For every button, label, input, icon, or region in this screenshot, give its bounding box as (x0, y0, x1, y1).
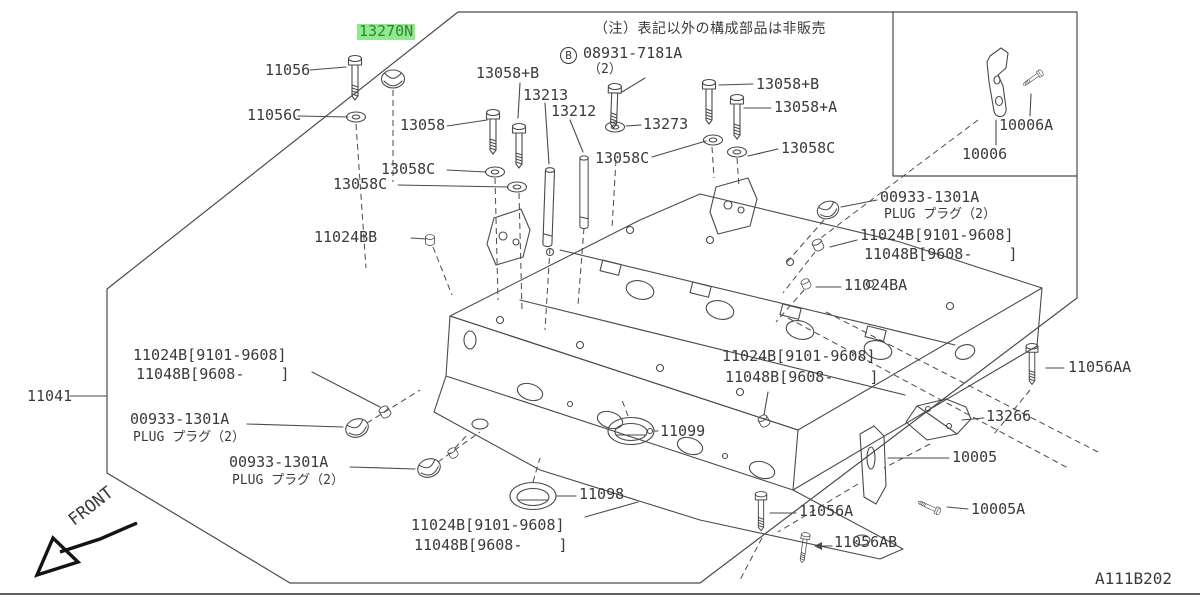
diagram-code: A111B202 (1095, 569, 1173, 588)
bolt-13058a-glyph (729, 93, 745, 140)
cap-11024b-rmid-glyph (810, 237, 826, 253)
bolt-13058b-right-glyph (701, 78, 717, 125)
bracket-10006-glyph (986, 47, 1009, 118)
part-13270n[interactable]: 13270N (357, 22, 416, 40)
part-10006a: 10006A (999, 116, 1054, 134)
part-11024b-left-2: 11048B[9608- ] (136, 365, 290, 383)
part-11041: 11041 (27, 387, 73, 405)
part-11024b-right-1: 11024B[9101-9608] (722, 347, 876, 365)
cam-bracket-right (709, 177, 758, 235)
cam-bracket-left (486, 208, 531, 266)
part-13058c-3: 13058C (595, 149, 650, 167)
cap-11024ba-glyph (799, 277, 813, 291)
ref-b-qty: （2） (588, 62, 622, 77)
part-00933-left1: 00933-1301A (130, 410, 230, 428)
bolt-11056a-glyph (754, 491, 768, 532)
bolt-13058-glyph (485, 108, 501, 155)
part-10006: 10006 (962, 145, 1008, 163)
front-arrow (33, 521, 138, 578)
bolt-11056ab-glyph (797, 531, 811, 564)
washer-13058c-2-glyph (506, 181, 528, 193)
valve-guide-13213-glyph (542, 166, 556, 248)
part-11024bb: 11024BB (314, 228, 378, 246)
part-13266: 13266 (986, 407, 1032, 425)
part-13058c-4: 13058C (781, 139, 836, 157)
cover-13266-glyph (905, 398, 972, 441)
washer-11056c-glyph (345, 111, 367, 123)
plug-00933-left2-glyph (414, 455, 444, 481)
part-00933-left2: 00933-1301A (229, 453, 329, 471)
part-11024b-rmid-1: 11024B[9101-9608] (860, 226, 1014, 244)
ref-b-circle: B (560, 47, 577, 64)
part-13058c-2: 13058C (333, 175, 388, 193)
cylinder-head-drawing (433, 193, 1043, 560)
part-11056: 11056 (265, 61, 311, 79)
cap-11024bb-glyph (425, 234, 435, 246)
part-13212: 13212 (551, 102, 597, 120)
part-11098: 11098 (579, 485, 625, 503)
bolt-10006a-glyph (1021, 68, 1045, 89)
ring-11098-glyph (509, 481, 557, 511)
part-13273: 13273 (643, 115, 689, 133)
part-00933-right-plug: PLUG プラグ（2） (884, 207, 996, 222)
washer-13058c-3-glyph (702, 134, 724, 146)
plug-00933-left1-glyph (342, 415, 372, 441)
valve-guide-13212-glyph (579, 155, 589, 229)
ref-b-number: 08931-7181A (583, 44, 683, 62)
part-13058-a: 13058+A (774, 98, 838, 116)
bolt-08931-glyph (606, 82, 623, 129)
diagram-border (106, 11, 1078, 584)
part-11056ab: 11056AB (834, 533, 898, 551)
part-11099: 11099 (660, 422, 706, 440)
part-11056c: 11056C (247, 106, 302, 124)
part-glyphs (342, 47, 1045, 564)
part-11024b-rmid-2: 11048B[9608- ] (864, 245, 1018, 263)
note-text: （注）表記以外の構成部品は非販売 (594, 21, 826, 37)
assembly-dashed-lines (355, 90, 1099, 581)
washer-13058c-1-glyph (484, 166, 506, 178)
plug-13270n-glyph (380, 69, 406, 89)
part-13058c-1: 13058C (381, 160, 436, 178)
part-11024b-left-1: 11024B[9101-9608] (133, 346, 287, 364)
part-11024b-bottom-1: 11024B[9101-9608] (411, 516, 565, 534)
part-00933-right: 00933-1301A (880, 188, 980, 206)
part-13058-b-left: 13058+B (476, 64, 540, 82)
bracket-10005-glyph (859, 425, 887, 505)
bolt-13058b-left-glyph (511, 122, 527, 169)
bolt-11056aa-glyph (1025, 343, 1039, 385)
part-00933-left2-plug: PLUG プラグ（2） (232, 473, 344, 488)
part-13213: 13213 (523, 86, 569, 104)
part-13058: 13058 (400, 116, 446, 134)
leader-lines (69, 66, 1065, 550)
bolt-10005a-glyph (916, 498, 943, 516)
ring-11099-glyph (607, 416, 655, 446)
part-11024b-right-2: 11048B[9608- ] (725, 368, 879, 386)
part-11056aa: 11056AA (1068, 358, 1132, 376)
part-00933-left1-plug: PLUG プラグ（2） (133, 430, 245, 445)
part-10005: 10005 (952, 448, 998, 466)
part-11056a: 11056A (799, 502, 854, 520)
plug-00933-right-glyph (814, 197, 842, 223)
part-11024b-bottom-2: 11048B[9608- ] (414, 536, 568, 554)
part-13058-b-right: 13058+B (756, 75, 820, 93)
part-10005a: 10005A (971, 500, 1026, 518)
washer-13058c-4-glyph (726, 146, 748, 158)
part-11024ba: 11024BA (844, 276, 908, 294)
